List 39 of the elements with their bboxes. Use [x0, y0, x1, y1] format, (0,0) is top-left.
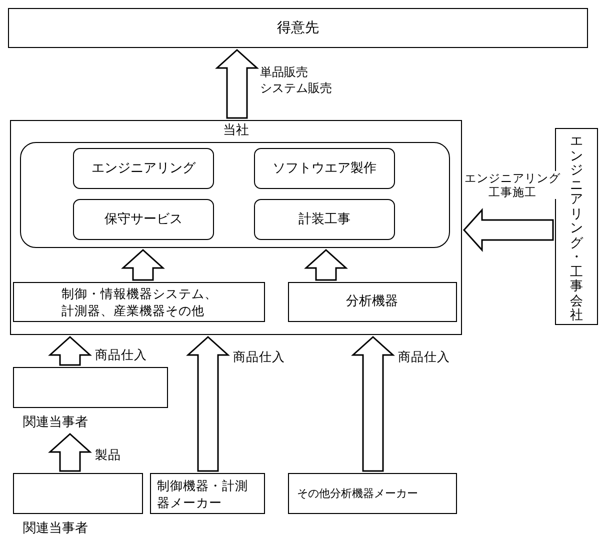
block-arrow — [48, 336, 92, 366]
service-box — [254, 199, 395, 240]
block-arrow — [215, 49, 259, 119]
edge-label: 商品仕入 — [94, 347, 148, 363]
box-text: その他分析機器メーカー — [297, 486, 419, 502]
heading: 当社 — [222, 122, 250, 139]
box-text: 保守サービス — [104, 211, 184, 229]
customer-box — [8, 8, 588, 48]
edge-label: エンジニアリング工事施工 — [463, 171, 562, 199]
box-text: 計装工事 — [298, 211, 352, 229]
box-text: 制御機器・計測器メーカー — [157, 477, 249, 511]
node-label: 関連当事者 — [23, 520, 88, 537]
block-arrow — [351, 336, 395, 472]
service-group-box — [20, 142, 450, 248]
supplier-box — [288, 473, 457, 514]
node-label: 関連当事者 — [23, 414, 88, 431]
box-text: ソフトウエア製作 — [272, 160, 378, 178]
product-box — [12, 282, 264, 322]
block-arrow — [304, 249, 348, 281]
block-arrow — [121, 249, 165, 281]
edge-label: 製品 — [94, 447, 122, 463]
supplier-box — [150, 473, 265, 514]
product-box — [288, 282, 456, 322]
box-text: 得意先 — [276, 18, 320, 38]
edge-label: 商品仕入 — [232, 349, 286, 365]
supplier-box — [13, 473, 143, 514]
box-text: エンジニアリング — [90, 160, 197, 178]
block-arrow — [463, 208, 554, 252]
edge-label: 商品仕入 — [397, 349, 451, 365]
service-box — [73, 199, 214, 240]
supplier-box — [13, 367, 168, 408]
service-box — [73, 148, 214, 189]
service-box — [254, 148, 395, 189]
block-arrow — [186, 336, 230, 472]
box-text: 制御・情報機器システム、計測器、産業機器その他 — [62, 284, 218, 320]
box-text: 分析機器 — [345, 293, 399, 311]
box-text: エンジニアリング・工事会社 — [569, 135, 584, 324]
company-frame — [10, 120, 462, 335]
block-arrow — [48, 433, 92, 472]
